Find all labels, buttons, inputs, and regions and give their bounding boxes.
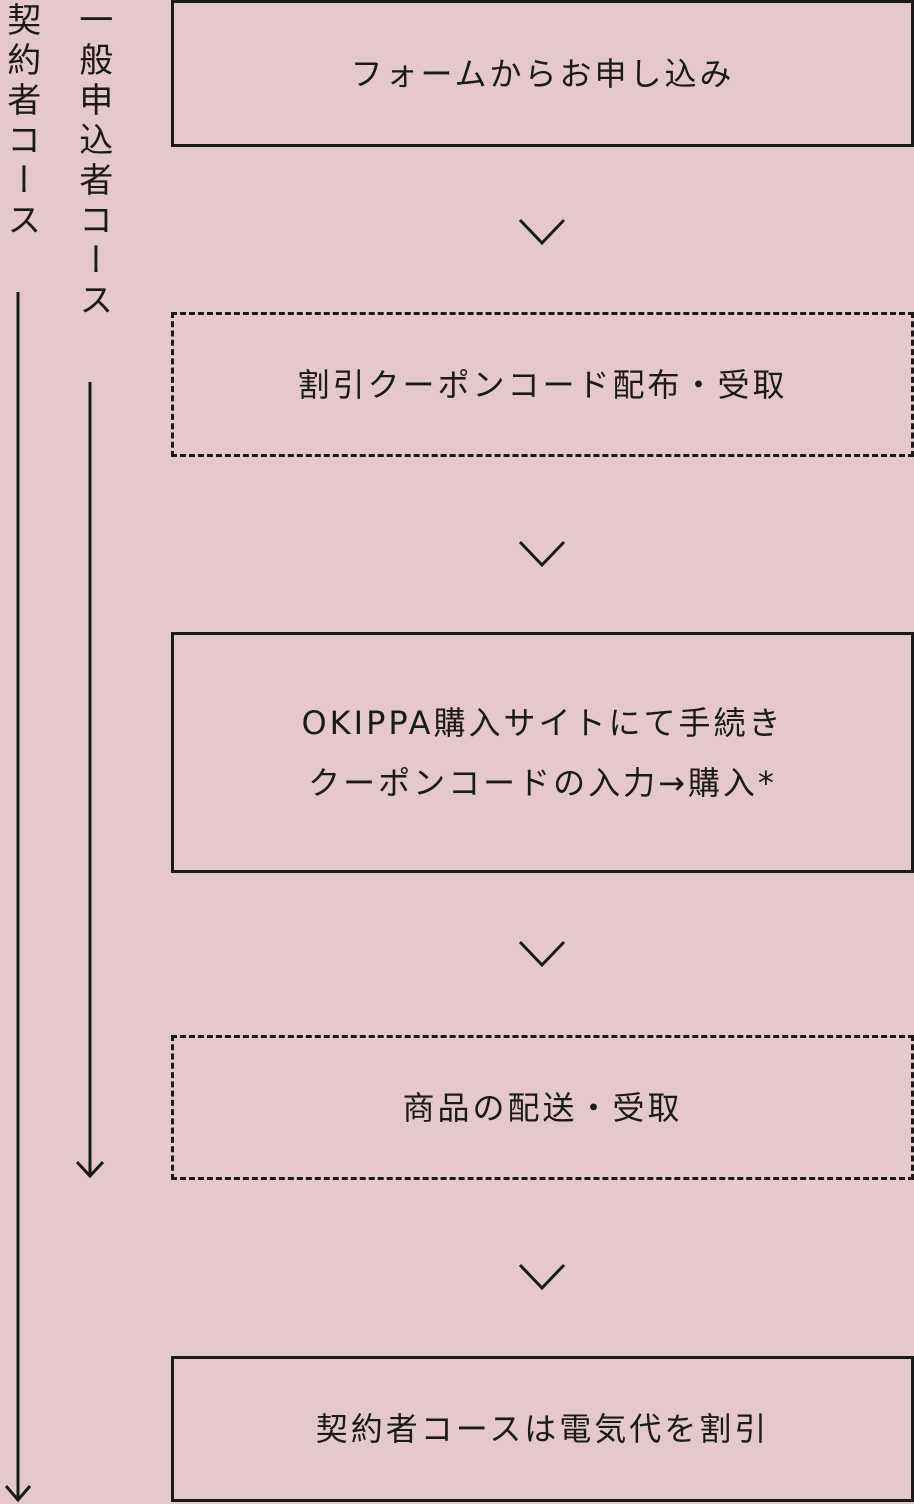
step-delivery: 商品の配送・受取	[171, 1035, 914, 1180]
step-label: 商品の配送・受取	[402, 1088, 683, 1127]
general-course-label: 一般申込者コース	[72, 2, 113, 322]
step-okippa-purchase: OKIPPA購入サイトにて手続き クーポンコードの入力→購入*	[171, 632, 914, 873]
step-electricity-discount: 契約者コースは電気代を割引	[171, 1356, 914, 1502]
chevron-down-icon	[518, 540, 566, 568]
contract-course-label: 契約者コース	[0, 2, 41, 242]
general-course-arrowhead	[75, 1160, 105, 1179]
chevron-down-icon	[518, 1263, 566, 1291]
chevron-down-icon	[518, 940, 566, 968]
step-label: 割引クーポンコード配布・受取	[297, 365, 788, 404]
step-label-line-2: クーポンコードの入力→購入*	[308, 763, 777, 802]
chevron-down-icon	[518, 218, 566, 246]
step-coupon-distribution: 割引クーポンコード配布・受取	[171, 312, 914, 457]
step-label: 契約者コースは電気代を割引	[315, 1410, 770, 1448]
step-form-application: フォームからお申し込み	[171, 0, 914, 147]
step-label-line-1: OKIPPA購入サイトにて手続き	[301, 703, 784, 742]
contract-course-arrowhead	[4, 1485, 32, 1503]
step-label: フォームからお申し込み	[350, 54, 735, 93]
